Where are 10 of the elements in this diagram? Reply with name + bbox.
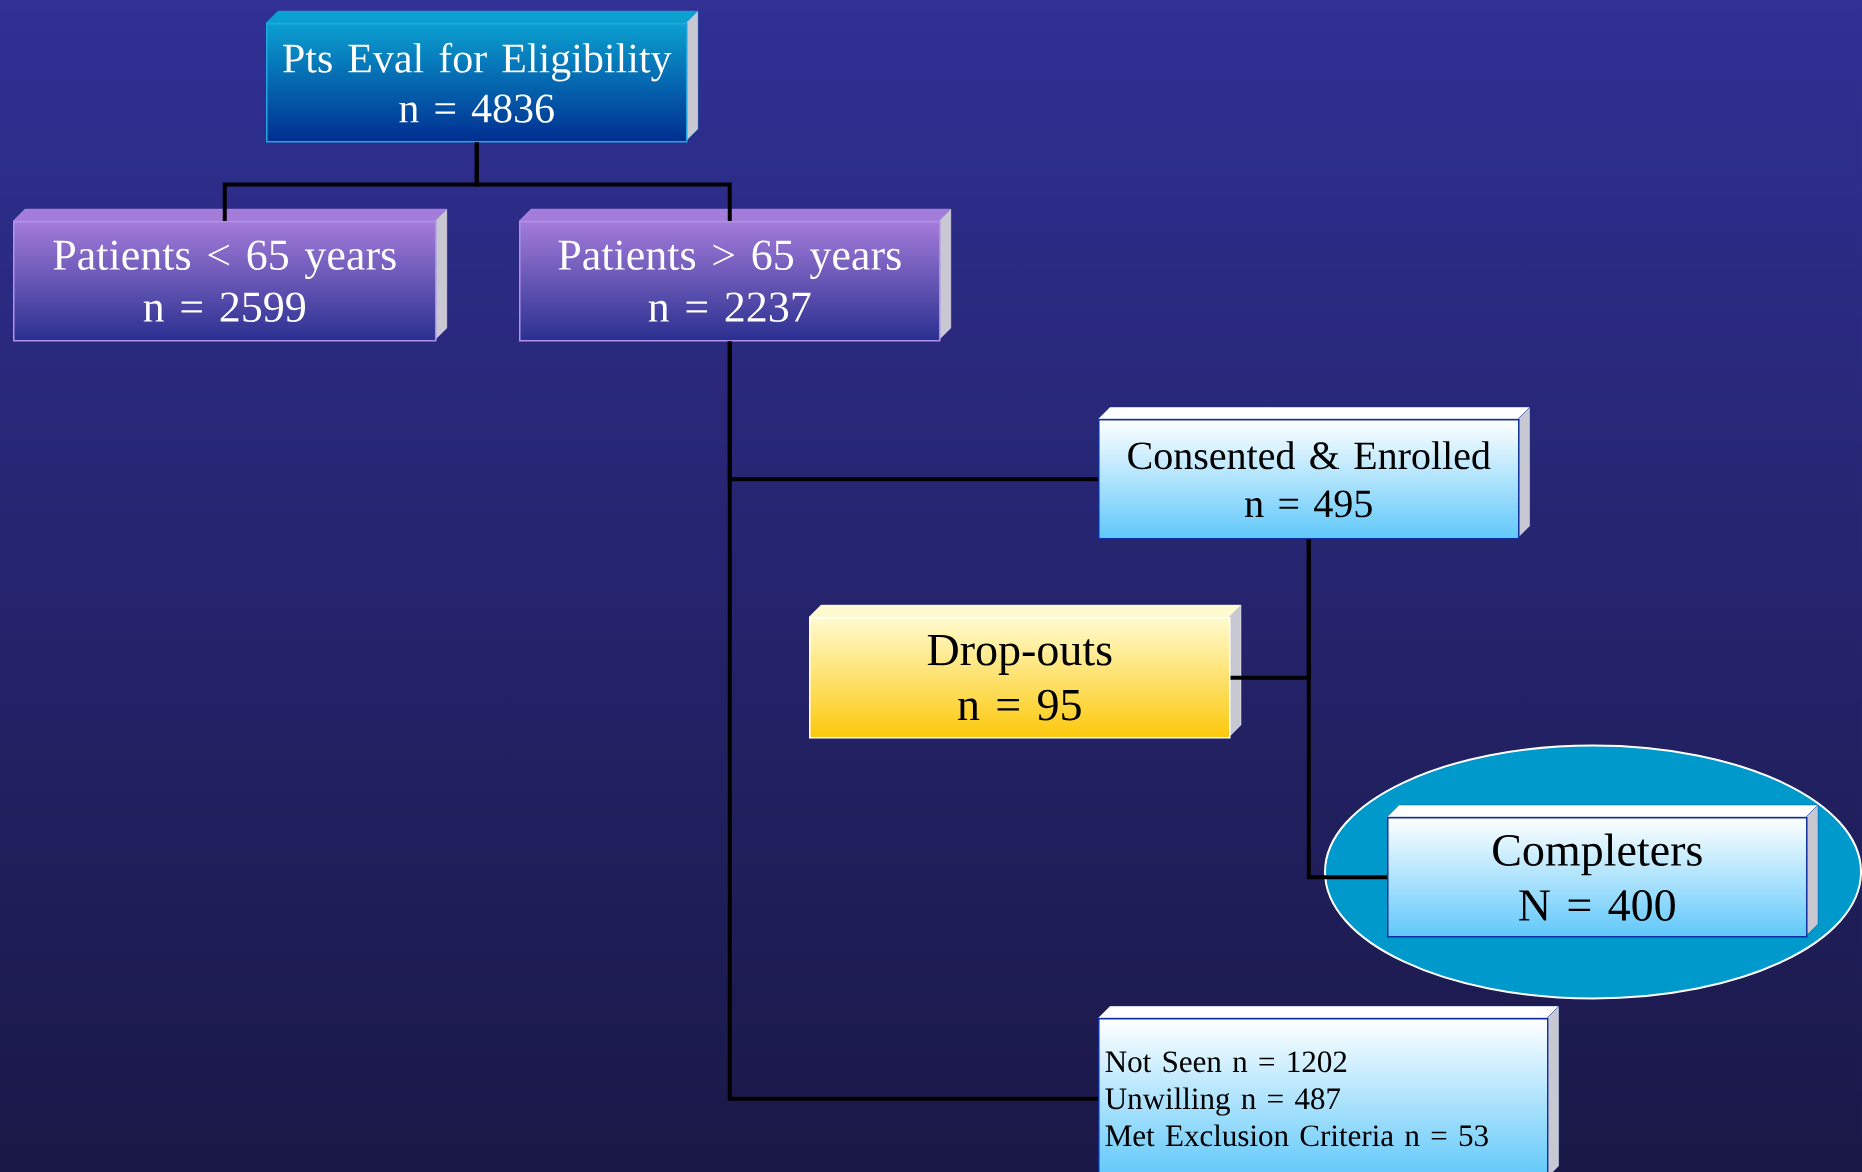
- process-box: Completers N = 400: [1386, 804, 1819, 938]
- connector-line: [1306, 539, 1387, 880]
- process-box: Pts Eval for Eligibility n = 4836: [265, 10, 699, 143]
- connector-line: [474, 142, 732, 221]
- connector-line: [727, 341, 1098, 1101]
- process-box: Not Seen n = 1202 Unwilling n = 487 Met Exclusion Criteria n = 53: [1097, 1005, 1560, 1172]
- process-box: Patients < 65 years n = 2599: [12, 208, 448, 342]
- process-box: Patients > 65 years n = 2237: [518, 208, 952, 342]
- process-box: Drop-outs n = 95: [808, 604, 1242, 739]
- process-box: Consented & Enrolled n = 495: [1097, 406, 1531, 540]
